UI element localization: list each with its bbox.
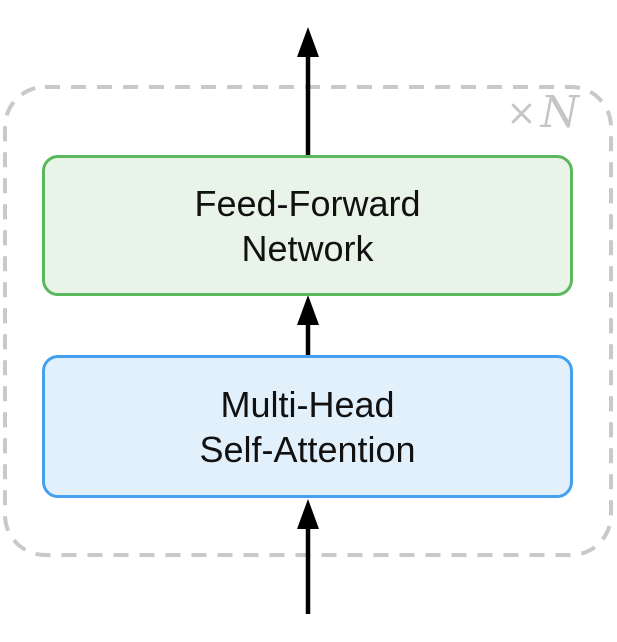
attention-to-ffn-arrow <box>297 295 319 355</box>
multi-head-self-attention-block: Multi-Head Self-Attention <box>42 355 573 498</box>
feed-forward-network-block: Feed-Forward Network <box>42 155 573 296</box>
multi-head-self-attention-label-line2: Self-Attention <box>199 428 416 470</box>
input-arrow <box>297 499 319 614</box>
repeat-variable: N <box>540 87 580 138</box>
times-symbol: × <box>506 93 541 134</box>
multi-head-self-attention-label-line1: Multi-Head <box>220 383 395 425</box>
repeat-count-label: ×N <box>506 91 579 136</box>
feed-forward-network-label-line1: Feed-Forward <box>194 182 421 224</box>
feed-forward-network-label-line2: Network <box>241 227 374 269</box>
output-arrow <box>297 27 319 155</box>
